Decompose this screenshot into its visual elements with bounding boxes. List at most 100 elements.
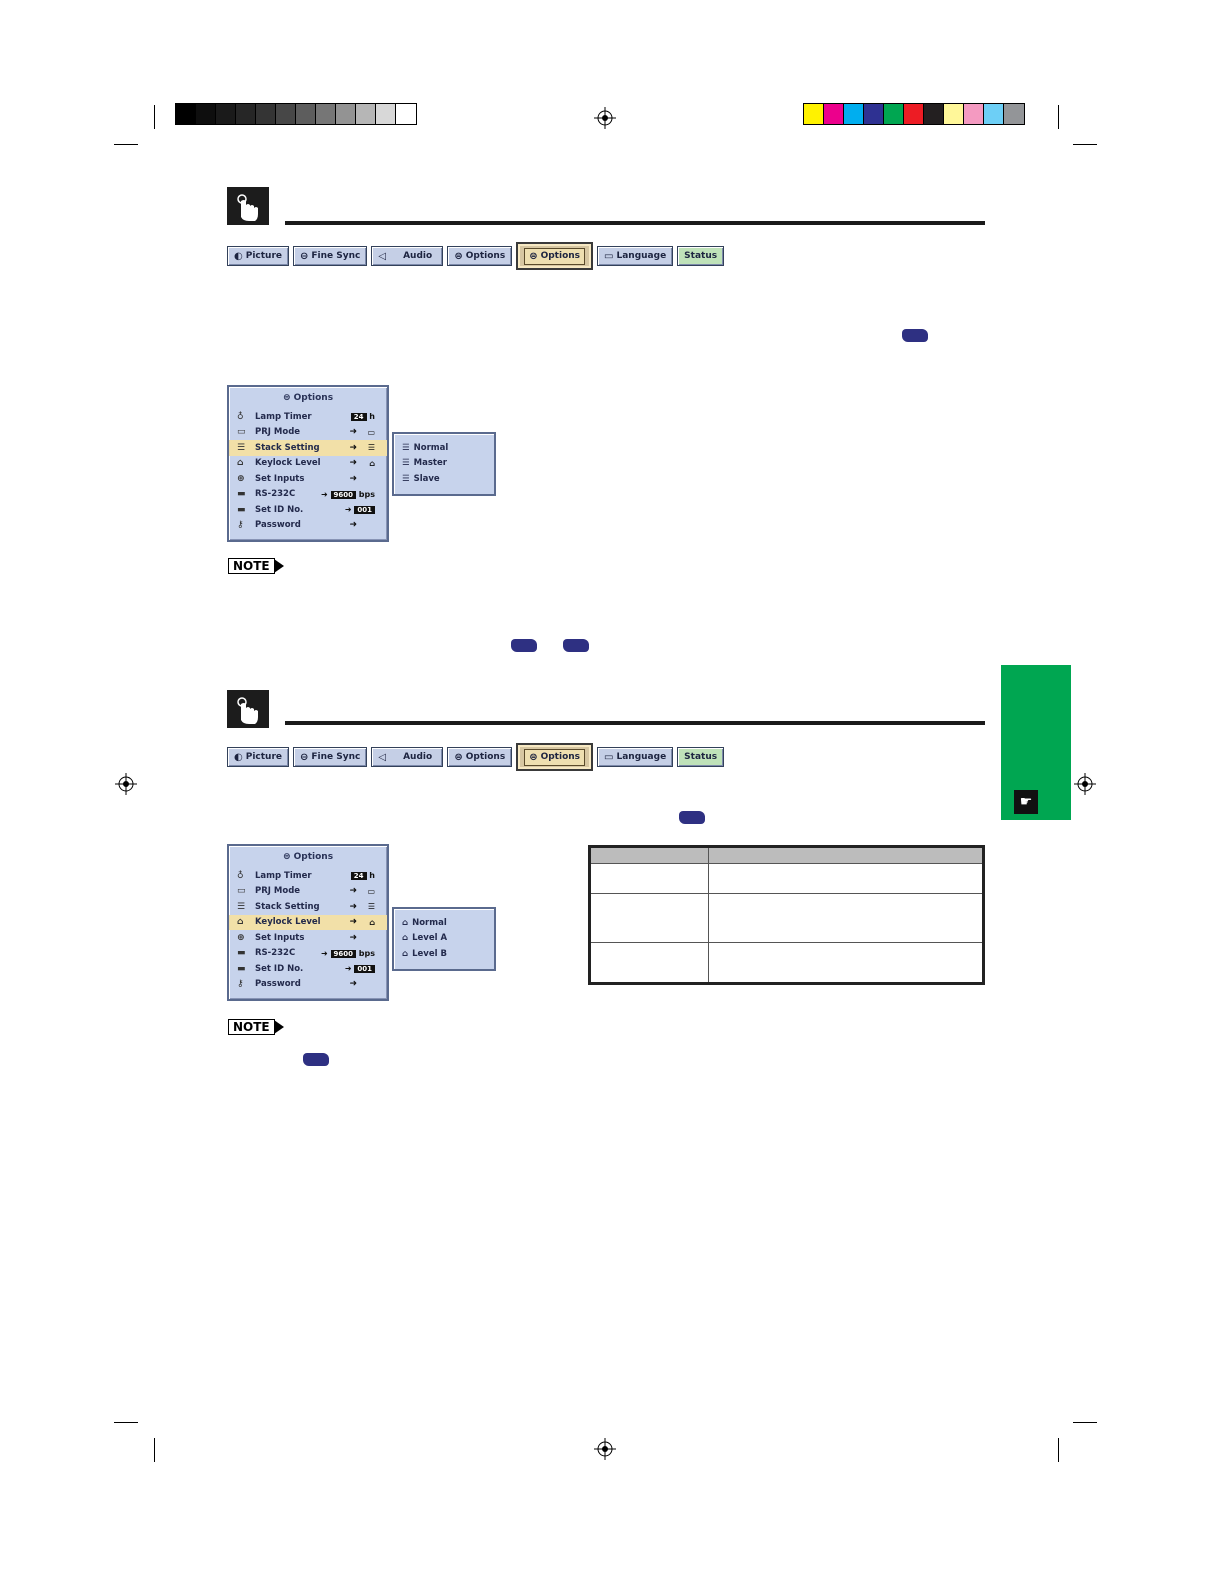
arrow-right-icon: ➜	[349, 932, 357, 943]
menu-item-stack-setting[interactable]: ☰Stack Setting➜☰	[237, 901, 375, 912]
lamp-icon: ♁	[237, 411, 244, 422]
section-rule	[285, 721, 985, 725]
menu-item-prj-mode[interactable]: ▭PRJ Mode➜▭	[237, 427, 375, 438]
menu-item-rs232c[interactable]: ▬RS-232C➜ 9600 bps	[237, 489, 375, 500]
lock-icon: ⌂	[369, 917, 375, 927]
lock-icon: ⌂	[237, 458, 244, 469]
options-icon: ⊜	[454, 751, 463, 763]
menu-item-prj-mode[interactable]: ▭PRJ Mode➜▭	[237, 886, 375, 897]
menu-item-rs232c[interactable]: ▬RS-232C➜ 9600 bps	[237, 948, 375, 959]
options-icon: ⊜	[529, 250, 538, 262]
note-badge: NOTE	[228, 558, 284, 574]
tab-language[interactable]: ▭Language	[597, 747, 674, 767]
page-reference-badge	[303, 1053, 329, 1066]
key-icon: ⚷	[237, 520, 244, 531]
pointing-hand-icon	[227, 690, 269, 728]
stack-icon: ☰	[237, 901, 246, 912]
arrow-right-icon: ➜	[349, 979, 357, 990]
table-row	[589, 893, 984, 944]
menu-item-set-inputs[interactable]: ⊕Set Inputs➜	[237, 473, 357, 484]
arrow-right-icon: ➜	[349, 901, 357, 912]
tab-audio[interactable]: ◁Audio	[371, 747, 444, 767]
speaker-icon: ◁	[378, 250, 387, 262]
prj-mode-icon: ▭	[367, 427, 375, 437]
options-icon: ⊜	[282, 852, 294, 862]
arrow-right-icon	[273, 559, 284, 573]
picture-icon: ◐	[234, 751, 243, 763]
rs232c-icon: ▬	[237, 948, 246, 959]
registration-mark-icon	[594, 1438, 616, 1460]
pointing-hand-icon: ☛	[1014, 790, 1038, 814]
menu-item-password[interactable]: ⚷Password➜	[237, 979, 357, 990]
menu-title: ⊜ Options	[282, 393, 334, 403]
arrow-right-icon: ➜	[344, 505, 355, 515]
tab-options-1[interactable]: ⊜Options	[447, 246, 513, 266]
inputs-icon: ⊕	[237, 473, 245, 484]
id-icon: ▬	[237, 963, 246, 974]
menu-tab-bar: ◐Picture ⊖Fine Sync ◁Audio ⊜Options ⊜Opt…	[227, 242, 725, 270]
prj-mode-icon: ▭	[237, 427, 246, 438]
menu-item-stack-setting[interactable]: ☰Stack Setting➜☰	[229, 440, 387, 456]
lock-icon: ⌂	[402, 933, 409, 944]
table-header-row	[589, 845, 984, 865]
fine-sync-icon: ⊖	[300, 250, 309, 262]
rs232c-icon: ▬	[237, 489, 246, 500]
menu-item-password[interactable]: ⚷Password➜	[237, 520, 357, 531]
stack-icon: ☰	[367, 902, 375, 912]
arrow-right-icon: ➜	[349, 917, 357, 928]
submenu-item-slave[interactable]: ☰Slave	[402, 473, 440, 484]
tab-audio[interactable]: ◁Audio	[371, 246, 444, 266]
submenu-item-master[interactable]: ☰Master	[402, 458, 447, 469]
tab-options-2[interactable]: ⊜Options	[516, 242, 594, 270]
lock-icon: ⌂	[237, 917, 244, 928]
lock-icon: ⌂	[369, 458, 375, 468]
menu-item-set-id-no[interactable]: ▬Set ID No.➜ 001	[229, 961, 387, 977]
submenu-item-normal[interactable]: ☰Normal	[402, 442, 449, 453]
tab-status[interactable]: Status	[677, 246, 725, 266]
arrow-right-icon: ➜	[321, 489, 331, 499]
master-icon: ☰	[402, 458, 410, 469]
tab-fine-sync[interactable]: ⊖Fine Sync	[293, 246, 368, 266]
color-bar	[803, 103, 1025, 125]
tab-options-1[interactable]: ⊜Options	[447, 747, 513, 767]
registration-mark-icon	[115, 773, 137, 795]
prj-mode-icon: ▭	[367, 886, 375, 896]
submenu-item-normal[interactable]: ⌂Normal	[402, 917, 447, 928]
keylock-level-table	[588, 845, 985, 985]
lamp-icon: ♁	[237, 870, 244, 881]
menu-title: ⊜ Options	[282, 852, 334, 862]
table-row	[589, 942, 984, 984]
arrow-right-icon: ➜	[349, 458, 357, 469]
menu-item-keylock-level[interactable]: ⌂Keylock Level➜⌂	[229, 914, 387, 930]
inputs-icon: ⊕	[237, 932, 245, 943]
menu-item-set-inputs[interactable]: ⊕Set Inputs➜	[237, 932, 357, 943]
stack-icon: ☰	[367, 443, 375, 453]
stack-icon: ☰	[402, 442, 410, 453]
tab-picture[interactable]: ◐Picture	[227, 747, 290, 767]
submenu-item-level-a[interactable]: ⌂Level A	[402, 933, 448, 944]
arrow-right-icon: ➜	[321, 948, 331, 958]
tab-picture[interactable]: ◐Picture	[227, 246, 290, 266]
speech-bubble-icon: ▭	[604, 751, 614, 763]
fine-sync-icon: ⊖	[300, 751, 309, 763]
lock-icon: ⌂	[402, 917, 409, 928]
submenu-item-level-b[interactable]: ⌂Level B	[402, 948, 447, 959]
menu-item-set-id-no[interactable]: ▬Set ID No.➜ 001	[229, 502, 387, 518]
tab-fine-sync[interactable]: ⊖Fine Sync	[293, 747, 368, 767]
options-icon: ⊜	[282, 393, 294, 403]
options-icon: ⊜	[529, 751, 538, 763]
picture-icon: ◐	[234, 250, 243, 262]
tab-status[interactable]: Status	[677, 747, 725, 767]
menu-item-keylock-level[interactable]: ⌂Keylock Level➜⌂	[237, 458, 375, 469]
prj-mode-icon: ▭	[237, 886, 246, 897]
arrow-right-icon	[273, 1020, 284, 1034]
table-row	[589, 863, 984, 895]
tab-options-2[interactable]: ⊜Options	[516, 743, 594, 771]
menu-tab-bar: ◐Picture ⊖Fine Sync ◁Audio ⊜Options ⊜Opt…	[227, 743, 725, 771]
lock-icon: ⌂	[402, 948, 409, 959]
stack-setting-submenu: ☰Normal ☰Master ☰Slave	[392, 432, 496, 496]
tab-language[interactable]: ▭Language	[597, 246, 674, 266]
